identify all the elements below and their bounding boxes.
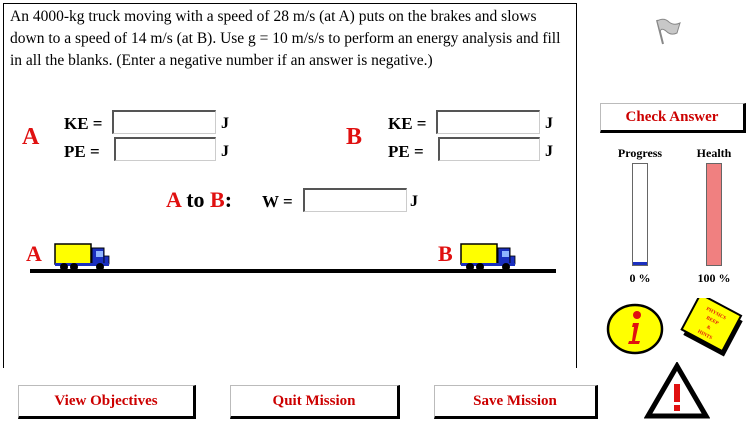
view-objectives-button[interactable]: View Objectives [18, 385, 196, 419]
progress-bar [632, 163, 648, 266]
point-b-pe-label: PE = [388, 142, 424, 161]
point-a-ke-label: KE = [64, 114, 103, 133]
warning-icon[interactable] [644, 362, 710, 420]
progress-bar-fill [633, 261, 647, 265]
truck-at-b [460, 243, 516, 271]
health-bar [706, 163, 722, 266]
info-icon[interactable] [606, 303, 664, 355]
work-colon: : [224, 187, 233, 212]
health-bar-fill [707, 164, 721, 265]
point-b-pe-unit: J [545, 143, 553, 160]
problem-frame [3, 3, 577, 368]
work-unit: J [410, 193, 418, 210]
check-answer-button[interactable]: Check Answer [600, 103, 746, 133]
track-ground [30, 269, 556, 273]
work-to-letter: B [210, 187, 225, 212]
work-input[interactable] [303, 188, 407, 212]
point-a-letter: A [22, 124, 40, 150]
point-b-ke-label: KE = [388, 114, 427, 133]
health-label: Health [696, 146, 732, 160]
health-value: 100 % [697, 271, 731, 285]
point-a-ke-unit: J [221, 115, 229, 132]
point-b-letter: B [346, 124, 363, 150]
track-label-a: A [26, 241, 42, 266]
point-b-pe-input[interactable] [438, 137, 540, 161]
point-a-pe-unit: J [221, 143, 229, 160]
point-b-ke-unit: J [545, 115, 553, 132]
problem-statement: An 4000-kg truck moving with a speed of … [10, 8, 561, 69]
hint-book-icon[interactable]: PHYSICS BEEP & HINTS [680, 298, 746, 358]
work-label: W = [262, 192, 293, 211]
flag-icon[interactable] [652, 16, 682, 46]
work-from-letter: A [166, 187, 181, 212]
hint-book-text-line: BEEP [705, 316, 719, 327]
progress-value: 0 % [629, 271, 651, 285]
quit-mission-button[interactable]: Quit Mission [230, 385, 400, 419]
point-b-ke-input[interactable] [436, 110, 540, 134]
work-heading: A to B: [166, 187, 232, 213]
point-a-ke-input[interactable] [112, 110, 216, 134]
truck-at-a [54, 243, 110, 271]
point-a-pe-label: PE = [64, 142, 100, 161]
point-a-pe-input[interactable] [114, 137, 216, 161]
progress-label: Progress [617, 146, 663, 160]
track-label-b: B [438, 241, 453, 266]
hint-book-text-line: HINTS [696, 330, 712, 342]
save-mission-button[interactable]: Save Mission [434, 385, 598, 419]
hint-book-text-line: & [705, 325, 711, 331]
work-to-word: to [186, 187, 205, 212]
